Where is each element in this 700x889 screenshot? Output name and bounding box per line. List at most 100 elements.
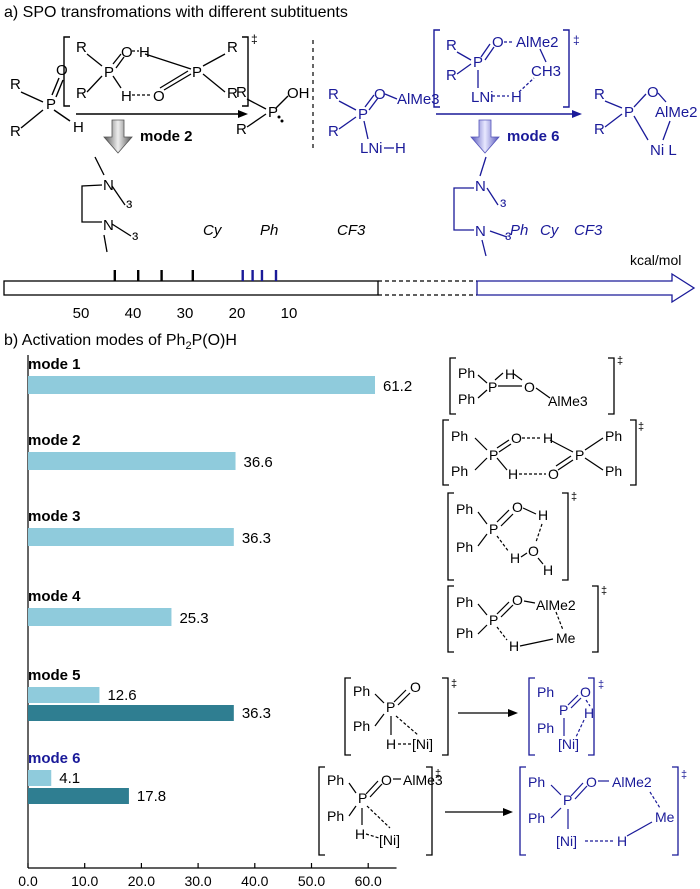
svg-text:R: R [76, 39, 87, 56]
svg-text:O: O [56, 62, 68, 79]
svg-text:P: P [563, 792, 572, 808]
svg-text:O: O [647, 84, 659, 101]
reaction-arrowhead-left [238, 110, 248, 118]
svg-text:Ni L: Ni L [650, 142, 677, 159]
ts-mode6: ‡ R R P O AlMe2 CH3 LNi H [433, 29, 580, 108]
svg-text:Ph: Ph [353, 718, 370, 734]
mode1-structure: ‡ Ph Ph P H O AlMe3 [449, 355, 623, 415]
svg-text:OH: OH [287, 85, 310, 102]
svg-text:R: R [10, 123, 21, 140]
svg-text:R: R [227, 39, 238, 56]
svg-text:Me: Me [556, 630, 576, 646]
x-tick-label: 20.0 [128, 873, 155, 889]
bar-value-label: 36.3 [242, 530, 271, 547]
bar [28, 687, 100, 703]
svg-text:Ph: Ph [528, 774, 545, 790]
svg-text:Ph: Ph [327, 772, 344, 788]
energy-tick-label: 10 [281, 305, 298, 322]
svg-text:H: H [395, 140, 406, 157]
svg-text:P: P [489, 521, 498, 537]
svg-text:LNi: LNi [471, 89, 494, 106]
svg-text:Ph: Ph [327, 808, 344, 824]
svg-text:H: H [355, 826, 365, 842]
svg-text:[Ni]: [Ni] [412, 736, 433, 752]
mode6-structures: ‡ Ph Ph P O AlMe3 H [Ni] ‡ Ph Ph P O AlM… [318, 766, 687, 856]
svg-text:Ph: Ph [537, 684, 554, 700]
svg-text:‡: ‡ [571, 491, 577, 503]
svg-text:R: R [594, 121, 605, 138]
bar [28, 608, 172, 626]
svg-text:R: R [446, 67, 457, 84]
svg-text:O: O [524, 379, 535, 395]
energy-unit: kcal/mol [630, 252, 681, 268]
svg-text:AlMe2: AlMe2 [536, 597, 576, 613]
svg-text:Ph: Ph [456, 539, 473, 555]
svg-text:R: R [236, 121, 247, 138]
subst-right-cf3: CF3 [574, 222, 603, 239]
svg-text:R: R [328, 123, 339, 140]
svg-text:O: O [492, 34, 504, 51]
svg-text:O: O [121, 44, 133, 61]
svg-text:P: P [386, 699, 395, 715]
bar-value-label: 17.8 [137, 788, 166, 805]
svg-text:‡: ‡ [617, 355, 623, 367]
squiggle-icon: ɜ [500, 194, 506, 210]
svg-text:Ph: Ph [528, 810, 545, 826]
subst-left-cf3: CF3 [337, 222, 366, 239]
svg-text:R: R [594, 86, 605, 103]
mode2-down-arrow [103, 119, 133, 154]
svg-text:R: R [236, 84, 247, 101]
bar-value-label: 4.1 [59, 770, 80, 787]
svg-text:O: O [528, 543, 539, 559]
svg-text:Ph: Ph [537, 720, 554, 736]
svg-text:AlMe2: AlMe2 [612, 774, 652, 790]
svg-text:AlMe3: AlMe3 [397, 91, 440, 108]
mode5-structures: ‡ Ph Ph P O H [Ni] ‡ Ph Ph P O H [Ni] [344, 677, 604, 756]
svg-text:P: P [559, 702, 568, 718]
bar-value-label: 36.6 [244, 454, 273, 471]
bar [28, 705, 234, 721]
energy-tick-label: 40 [125, 305, 142, 322]
svg-text:[Ni]: [Ni] [556, 833, 577, 849]
subst-left-cy: Cy [203, 222, 223, 239]
svg-text:O: O [580, 684, 591, 700]
energy-scale-right-arrow [476, 272, 696, 304]
bar [28, 788, 129, 804]
svg-text:[Ni]: [Ni] [558, 736, 579, 752]
subst-right-cy: Cy [540, 222, 560, 239]
energy-tick-label: 50 [73, 305, 90, 322]
svg-text:R: R [328, 86, 339, 103]
svg-text:P: P [46, 96, 56, 113]
svg-text:H: H [139, 44, 150, 61]
ts-mode2-dimer: ‡ R R P O H H O P R R [63, 32, 258, 107]
svg-text:‡: ‡ [251, 32, 258, 46]
svg-text:H: H [386, 736, 396, 752]
ligand-n1: N [103, 177, 114, 194]
svg-text:Ph: Ph [458, 365, 475, 381]
svg-text:P: P [488, 379, 497, 395]
svg-text:[Ni]: [Ni] [379, 832, 400, 848]
category-label: mode 4 [28, 588, 81, 605]
bar [28, 528, 234, 546]
squiggle-icon: ɜ [132, 227, 138, 243]
mode6-down-arrow [470, 119, 500, 154]
svg-text:‡: ‡ [451, 678, 457, 690]
energy-scale-marks [113, 270, 278, 281]
svg-text:H: H [543, 430, 553, 446]
svg-text:O: O [410, 679, 421, 695]
svg-text:H: H [73, 119, 84, 136]
energy-tick-label: 30 [177, 305, 194, 322]
svg-text:P: P [358, 790, 367, 806]
diamine-ligand-left [81, 156, 132, 253]
svg-text:Ph: Ph [605, 463, 622, 479]
svg-text:Ph: Ph [456, 501, 473, 517]
part-b-title: b) Activation modes of Ph2P(O)H [4, 332, 237, 352]
svg-text:‡: ‡ [638, 421, 644, 433]
ligand-n2: N [103, 217, 114, 234]
phosphinous-acid-product: R R P OH [236, 84, 310, 138]
svg-text:H: H [543, 562, 553, 578]
mode4-structure: ‡ Ph Ph P O AlMe2 H Me [447, 585, 607, 654]
al-ni-product: R R P O AlMe2 Ni L [594, 84, 698, 159]
